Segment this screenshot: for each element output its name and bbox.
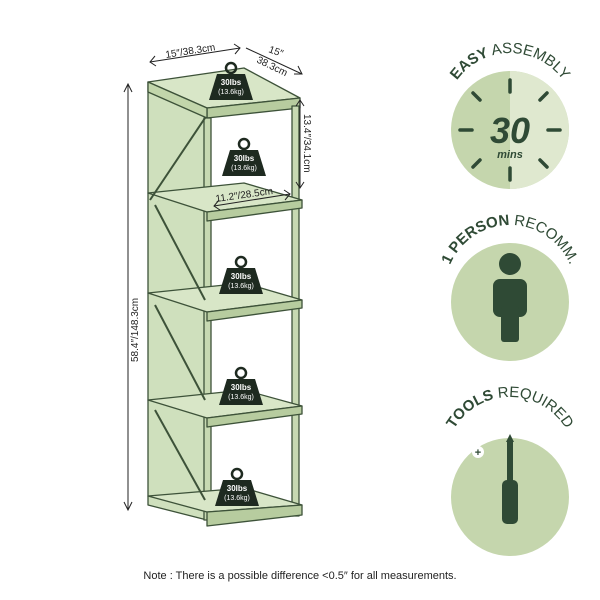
svg-text:(13.6kg): (13.6kg): [218, 89, 244, 96]
diagonal-brace: [149, 117, 206, 201]
assembly-time-value: 30: [490, 110, 530, 151]
svg-text:30lbs: 30lbs: [221, 78, 242, 87]
weight-icon: 30lbs (13.6kg): [215, 467, 259, 506]
clock-icon: [458, 78, 562, 182]
svg-text:(13.6kg): (13.6kg): [224, 495, 250, 502]
svg-text:30lbs: 30lbs: [231, 383, 252, 392]
weight-icon: 30lbs (13.6kg): [219, 366, 263, 405]
dimension-lines: [123, 43, 305, 512]
svg-text:30lbs: 30lbs: [234, 154, 255, 163]
badge-tools-required: TOOLS REQUIRED +: [443, 384, 577, 556]
plus-symbol-icon: [472, 446, 484, 458]
screwdriver-icon: [502, 434, 518, 524]
svg-text:(13.6kg): (13.6kg): [228, 394, 254, 401]
shelf-post-right: [291, 105, 300, 517]
person-icon: [493, 253, 527, 342]
svg-text:(13.6kg): (13.6kg): [231, 165, 257, 172]
dim-width-top: 15″/38.3cm: [165, 42, 216, 61]
weight-icon: 30lbs (13.6kg): [209, 61, 253, 100]
assembly-time-unit: mins: [497, 149, 523, 161]
svg-text:30lbs: 30lbs: [231, 272, 252, 281]
shelf-unit: [147, 67, 303, 527]
dim-total-height: 58.4″/148.3cm: [130, 298, 141, 362]
svg-text:30lbs: 30lbs: [227, 484, 248, 493]
weight-icon: 30lbs (13.6kg): [222, 137, 266, 176]
measurement-note: Note : There is a possible difference <0…: [143, 570, 457, 582]
tools-plus-symbol: +: [475, 447, 481, 459]
svg-text:(13.6kg): (13.6kg): [228, 283, 254, 290]
dim-depth-top-a: 15″: [267, 44, 285, 60]
dim-shelf-height: 13.4″/34.1cm: [301, 114, 312, 173]
dim-depth-top-b: 38.3cm: [255, 55, 289, 79]
badge-tools-arc-label: TOOLS REQUIRED: [443, 384, 577, 432]
weight-icon: 30lbs (13.6kg): [219, 255, 263, 294]
badge-easy-assembly: EASY ASSEMBLY 30 mins: [447, 40, 573, 189]
badge-one-person: 1 PERSON RECOMM.: [438, 212, 582, 361]
